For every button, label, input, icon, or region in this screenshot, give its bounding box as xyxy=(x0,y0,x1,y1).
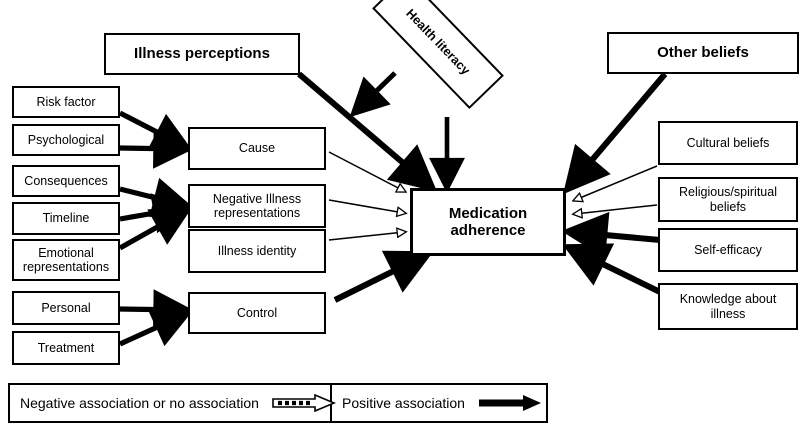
edge-self-efficacy-to-medication-adherence xyxy=(561,211,661,259)
node-medication-adherence-line1: Medication xyxy=(448,204,528,222)
edge-risk-factor-to-cause xyxy=(118,110,193,151)
edge-religious-beliefs-to-medication-adherence xyxy=(575,204,658,214)
edge-other-beliefs-to-medication-adherence xyxy=(563,72,668,195)
node-knowledge-about-illness[interactable]: Knowledge about illness xyxy=(658,283,798,330)
node-treatment[interactable]: Treatment xyxy=(12,331,120,365)
legend-negative-association-label: Negative association or no association xyxy=(20,395,259,411)
solid-filled-arrow-icon xyxy=(477,394,543,412)
edge-treatment-to-control xyxy=(118,309,193,347)
edge-cause-to-medication-adherence xyxy=(328,151,404,191)
node-religious-spiritual-beliefs[interactable]: Religious/spiritual beliefs xyxy=(658,177,798,222)
node-risk-factor-label: Risk factor xyxy=(36,94,96,109)
edge-emotional-to-nir xyxy=(118,207,193,251)
edge-illness-identity-to-medication-adherence xyxy=(328,232,404,241)
node-psychological[interactable]: Psychological xyxy=(12,124,120,156)
node-cultural-beliefs[interactable]: Cultural beliefs xyxy=(658,121,798,165)
node-self-efficacy-label: Self-efficacy xyxy=(694,242,762,257)
header-other-beliefs-label: Other beliefs xyxy=(657,44,749,62)
node-cultural-beliefs-label: Cultural beliefs xyxy=(686,135,770,150)
node-emotional-representations[interactable]: Emotional representations xyxy=(12,239,120,281)
edge-nir-to-medication-adherence xyxy=(328,199,404,213)
node-treatment-label: Treatment xyxy=(37,340,95,355)
edge-cultural-beliefs-to-medication-adherence xyxy=(575,165,658,200)
node-knowledge-about-illness-label: Knowledge about illness xyxy=(679,292,777,321)
node-self-efficacy[interactable]: Self-efficacy xyxy=(658,228,798,272)
legend: Negative association or no association P… xyxy=(8,383,548,423)
header-illness-perceptions[interactable]: Illness perceptions xyxy=(104,33,300,75)
header-illness-perceptions-label: Illness perceptions xyxy=(134,45,270,63)
edge-health-literacy-to-illness-perceptions-path xyxy=(349,71,397,118)
node-religious-spiritual-beliefs-label: Religious/spiritual beliefs xyxy=(679,185,777,214)
legend-positive-association-label: Positive association xyxy=(342,395,465,411)
edge-timeline-to-nir xyxy=(119,193,194,234)
edge-consequences-to-nir xyxy=(119,177,194,218)
node-cause-label: Cause xyxy=(238,141,276,156)
node-control-label: Control xyxy=(236,305,278,320)
header-health-literacy-label: Health literacy xyxy=(403,6,473,78)
node-psychological-label: Psychological xyxy=(27,132,105,147)
node-emotional-representations-label: Emotional representations xyxy=(22,245,110,274)
node-timeline-label: Timeline xyxy=(42,211,90,226)
node-personal[interactable]: Personal xyxy=(12,291,120,325)
node-cause[interactable]: Cause xyxy=(188,127,326,170)
edge-knowledge-about-illness-to-medication-adherence xyxy=(562,243,662,295)
node-medication-adherence-line2: adherence xyxy=(450,222,526,239)
hollow-dashed-arrow-icon xyxy=(271,394,337,412)
legend-negative-association: Negative association or no association xyxy=(10,385,336,421)
node-control[interactable]: Control xyxy=(188,292,326,334)
edge-psychological-to-cause xyxy=(119,128,194,169)
edge-personal-to-control xyxy=(119,289,194,330)
header-other-beliefs[interactable]: Other beliefs xyxy=(607,32,799,74)
node-negative-illness-representations[interactable]: Negative Illness representations xyxy=(188,184,326,228)
node-risk-factor[interactable]: Risk factor xyxy=(12,86,120,118)
node-consequences-label: Consequences xyxy=(24,173,108,188)
node-illness-identity-label: Illness identity xyxy=(217,243,297,258)
legend-positive-association: Positive association xyxy=(332,385,546,421)
node-medication-adherence[interactable]: Medication adherence xyxy=(410,188,566,256)
node-consequences[interactable]: Consequences xyxy=(12,165,120,197)
node-timeline[interactable]: Timeline xyxy=(12,202,120,235)
node-negative-illness-representations-label: Negative Illness representations xyxy=(212,191,302,220)
node-personal-label: Personal xyxy=(41,300,91,315)
node-illness-identity[interactable]: Illness identity xyxy=(188,229,326,273)
edge-control-to-medication-adherence xyxy=(333,250,434,303)
node-medication-adherence-label: Medication adherence xyxy=(449,205,527,240)
header-health-literacy[interactable]: Health literacy xyxy=(372,0,504,110)
